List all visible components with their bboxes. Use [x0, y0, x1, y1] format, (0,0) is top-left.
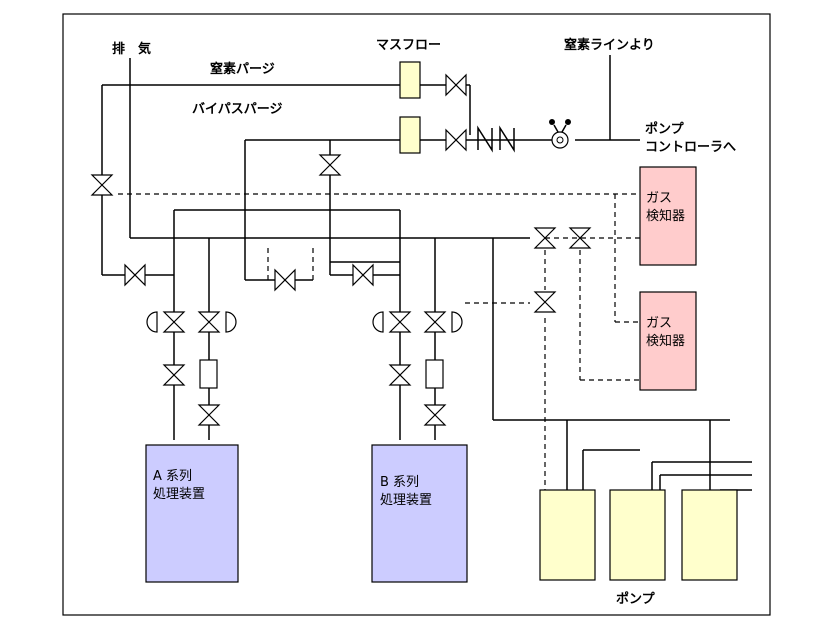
nitrogen-purge-label: 窒素パージ — [210, 62, 275, 77]
mass-flow-box-1 — [399, 61, 421, 99]
valve-icon — [90, 174, 114, 196]
valve-icon — [533, 291, 557, 313]
process-unit-box-b — [371, 444, 468, 583]
valve-icon — [533, 227, 557, 249]
process-unit-label-b: B 系列 処理装置 — [380, 475, 433, 508]
valve-icon — [568, 227, 592, 249]
pump-controller-label-1: ポンプ — [645, 122, 684, 137]
filter-icon — [199, 359, 218, 389]
gas-detector-label-1: ガス 検知器 — [646, 191, 686, 224]
filter-icon — [425, 359, 444, 389]
mass-flow-box-2 — [399, 116, 421, 154]
pump-box-3 — [681, 489, 738, 581]
gas-detector-label-2: ガス 検知器 — [646, 316, 686, 349]
exhaust-label: 排 気 — [112, 42, 152, 57]
mass-flow-label: マスフロー — [376, 38, 442, 53]
check-valve-icon — [477, 125, 493, 153]
valve-icon — [162, 364, 186, 386]
valve-icon — [124, 263, 146, 287]
actuated-valve-icon — [162, 311, 186, 333]
actuated-valve-icon — [388, 311, 412, 333]
valve-icon — [197, 404, 221, 426]
from-nitrogen-line-label: 窒素ラインより — [564, 38, 655, 53]
valve-icon — [445, 128, 467, 152]
valve-icon — [274, 268, 296, 292]
check-valve-icon — [499, 125, 515, 153]
pump-box-2 — [609, 489, 666, 581]
valve-icon — [318, 154, 342, 176]
pump-box-1 — [539, 489, 596, 581]
actuated-valve-icon — [197, 311, 221, 333]
actuated-valve-icon — [423, 311, 447, 333]
gas-detector-box-1 — [639, 166, 697, 266]
valve-icon — [445, 73, 467, 97]
bypass-purge-label: バイパスパージ — [192, 102, 283, 117]
valve-icon — [388, 364, 412, 386]
diagram-frame — [62, 13, 771, 616]
process-unit-box-a — [145, 444, 239, 583]
pressure-gauge-icon — [551, 131, 569, 149]
valve-icon — [423, 404, 447, 426]
gas-detector-box-2 — [639, 291, 697, 391]
pumps-label: ポンプ — [616, 592, 655, 607]
pump-controller-label-2: コントローラへ — [645, 140, 737, 155]
valve-icon — [352, 263, 374, 287]
process-unit-label-a: A 系列 処理装置 — [153, 469, 206, 502]
